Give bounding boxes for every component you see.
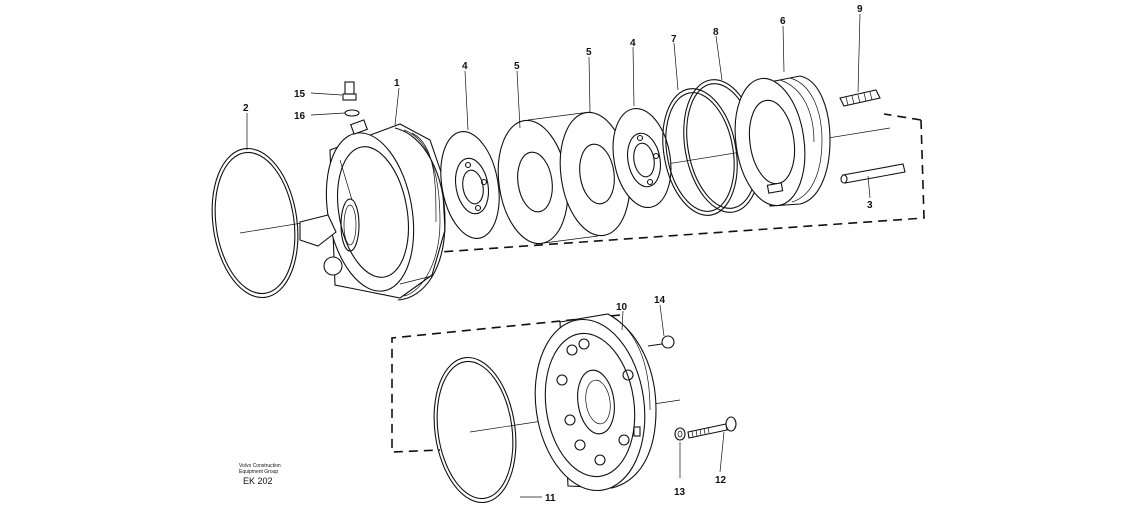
part-4-disc-right: [612, 107, 672, 209]
label-13: 13: [674, 487, 686, 498]
label-9: 9: [857, 4, 863, 15]
part-2-o-ring: [211, 147, 299, 299]
part-7-ring: [662, 88, 738, 216]
label-4-right: 4: [630, 38, 636, 49]
footer-line-1: Volvo Construction: [239, 463, 281, 469]
part-1-housing: [299, 119, 446, 301]
part-15-breather: [342, 81, 357, 101]
part-5-plate-right: [559, 111, 631, 237]
label-1: 1: [394, 78, 400, 89]
label-12: 12: [715, 475, 727, 486]
part-6-piston: [734, 75, 831, 207]
label-8: 8: [713, 27, 719, 38]
label-15: 15: [294, 89, 306, 100]
part-10-cover: [534, 313, 657, 492]
part-4-disc-left: [440, 131, 500, 239]
part-14-bolt: [647, 335, 675, 349]
part-11-o-ring: [433, 356, 517, 504]
label-16: 16: [294, 111, 306, 122]
label-14: 14: [654, 295, 666, 306]
label-2: 2: [243, 103, 249, 114]
label-11: 11: [545, 493, 556, 504]
leader-lines: [246, 13, 871, 498]
label-4-left: 4: [462, 61, 468, 72]
publisher-footer: Volvo Construction Equipment Group EK 20…: [239, 463, 281, 486]
label-10: 10: [616, 302, 628, 313]
label-6: 6: [780, 16, 786, 27]
part-13-washer: [674, 427, 686, 441]
part-5-plate-left: [497, 111, 599, 245]
label-5-left: 5: [514, 61, 520, 72]
part-12-bolt: [687, 416, 737, 439]
dashed-connector-frame: [391, 113, 925, 453]
item-labels: 2 1 15 16 4 5 5 4 7 8 6 9 3 10 14 13 12 …: [243, 4, 873, 504]
part-9-spring: [839, 89, 881, 107]
footer-code: EK 202: [243, 476, 273, 486]
footer-line-2: Equipment Group: [239, 469, 278, 475]
part-16-washer: [344, 109, 360, 117]
part-3-pin: [840, 163, 906, 184]
label-7: 7: [671, 34, 677, 45]
label-5-right: 5: [586, 47, 592, 58]
label-3: 3: [867, 200, 873, 211]
